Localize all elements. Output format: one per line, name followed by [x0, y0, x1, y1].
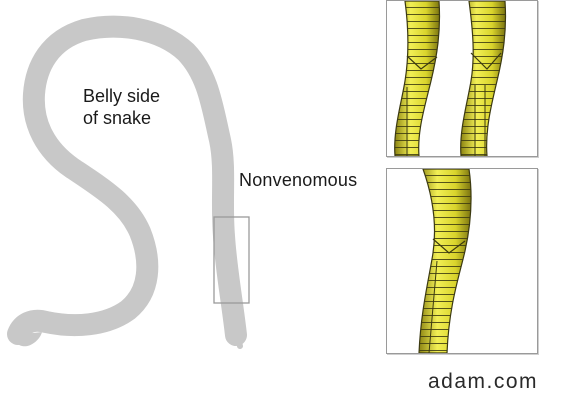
nonvenomous-label: Nonvenomous [239, 169, 357, 191]
snake-tails-comparison-icon [387, 1, 537, 156]
top-tail-panel [386, 0, 538, 157]
brand-watermark: adam.com [428, 370, 538, 394]
snake-tail-nonvenomous-icon [387, 169, 537, 353]
nonvenomous-tail-panel [386, 168, 538, 354]
belly-side-label: Belly side of snake [83, 85, 160, 129]
